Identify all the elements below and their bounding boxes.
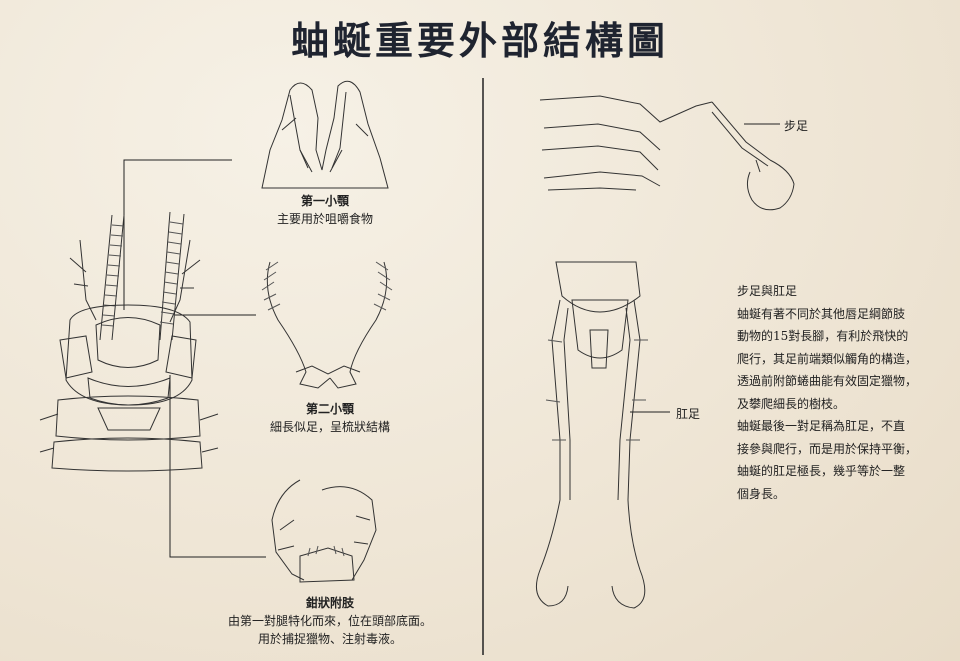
forcipule-caption: 鉗狀附肢 由第一對腿特化而來，位在頭部底面。 用於捕捉獵物、注射毒液。 [200,594,460,648]
forcipule-desc-1: 由第一對腿特化而來，位在頭部底面。 [227,614,432,628]
description-line: 及攀爬細長的樹枝。 [737,396,846,411]
walking-leg-label: 步足 [784,119,809,133]
description-line: 爬行，其足前端類似觸角的構造， [737,351,918,366]
page-title: 蚰蜒重要外部結構圖 [290,18,669,63]
second-maxilla-desc: 細長似足，呈梳狀結構 [269,420,390,434]
leader-lines-left [123,159,266,558]
anal-leg-drawing [535,261,670,609]
description-line: 接參與爬行，而是用於保持平衡， [737,441,918,456]
forcipule-name: 鉗狀附肢 [305,596,354,610]
anal-leg-label: 肛足 [676,407,701,421]
description-line: 個身長。 [737,486,786,501]
first-maxilla-drawing [261,80,389,189]
first-maxilla-name: 第一小顎 [300,194,349,208]
description-line: 動物的15對長腳，有利於飛快的 [737,329,909,343]
forcipule-desc-2: 用於捕捉獵物、注射毒液。 [257,632,402,646]
leg-description-block: 步足與肛足 蚰蜒有著不同於其他唇足綱節肢 動物的15對長腳，有利於飛快的 爬行，… [737,280,952,505]
second-maxilla-caption: 第二小顎 細長似足，呈梳狀結構 [240,400,420,436]
description-line: 蚰蜒有著不同於其他唇足綱節肢 [737,306,906,321]
forcipule-drawing [271,479,377,583]
first-maxilla-caption: 第一小顎 主要用於咀嚼食物 [250,192,400,228]
walking-leg-drawing [539,95,795,211]
description-heading: 步足與肛足 [737,284,798,298]
description-line: 蚰蜒的肛足極長，幾乎等於一整 [737,464,906,478]
second-maxilla-name: 第二小顎 [305,402,354,416]
second-maxilla-drawing [261,261,393,389]
description-line: 蚰蜒最後一對足稱為肛足，不直 [737,419,906,433]
description-line: 透過前附節蜷曲能有效固定獵物， [737,374,918,388]
first-maxilla-desc: 主要用於咀嚼食物 [276,212,373,226]
centipede-head-ventral-view [39,211,219,472]
